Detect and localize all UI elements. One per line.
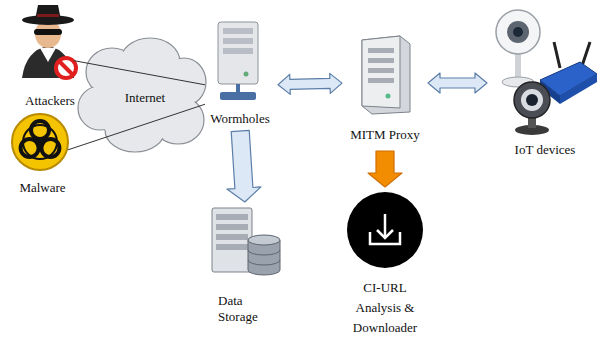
- biohazard-icon: [12, 114, 68, 170]
- link-line: [68, 104, 205, 150]
- block-arrow: [368, 151, 402, 187]
- attacker-icon: [22, 5, 76, 78]
- block-arrow: [278, 73, 342, 94]
- block-arrow: [428, 73, 487, 93]
- block-arrow: [278, 73, 342, 94]
- node-label: CI-URL Analysis & Downloader: [340, 278, 430, 338]
- block-arrow: [227, 130, 261, 202]
- node-label: IoT devices: [515, 142, 576, 158]
- malware-node: Malware: [5, 112, 80, 200]
- block-arrow: [368, 151, 402, 187]
- server-node: MITM Proxy: [345, 35, 425, 148]
- storage-node: Data Storage: [205, 205, 285, 333]
- link-line: [74, 61, 205, 85]
- link-line: [68, 104, 205, 150]
- server-icon: [218, 22, 258, 100]
- internet-cloud: [78, 38, 206, 152]
- node-label: Internet: [123, 90, 167, 106]
- downloader-node: CI-URL Analysis & Downloader: [330, 190, 440, 346]
- node-label: Data Storage: [218, 293, 280, 325]
- attacker-node: Attackers: [15, 5, 85, 110]
- link-line: [74, 61, 205, 85]
- storage-icon: [212, 208, 280, 275]
- node-label: Attackers: [25, 93, 75, 109]
- download-icon: [347, 192, 423, 268]
- cloud-node: Internet: [90, 45, 200, 145]
- server-node: Wormholes: [205, 20, 275, 128]
- device-node: IoT devices: [490, 5, 600, 155]
- node-label: Wormholes: [210, 111, 270, 127]
- block-arrow: [227, 130, 261, 202]
- iot-icons: [496, 10, 597, 135]
- block-arrow: [428, 73, 487, 93]
- server-icon: [362, 36, 410, 114]
- node-label: Malware: [19, 180, 65, 196]
- node-label: MITM Proxy: [350, 127, 420, 143]
